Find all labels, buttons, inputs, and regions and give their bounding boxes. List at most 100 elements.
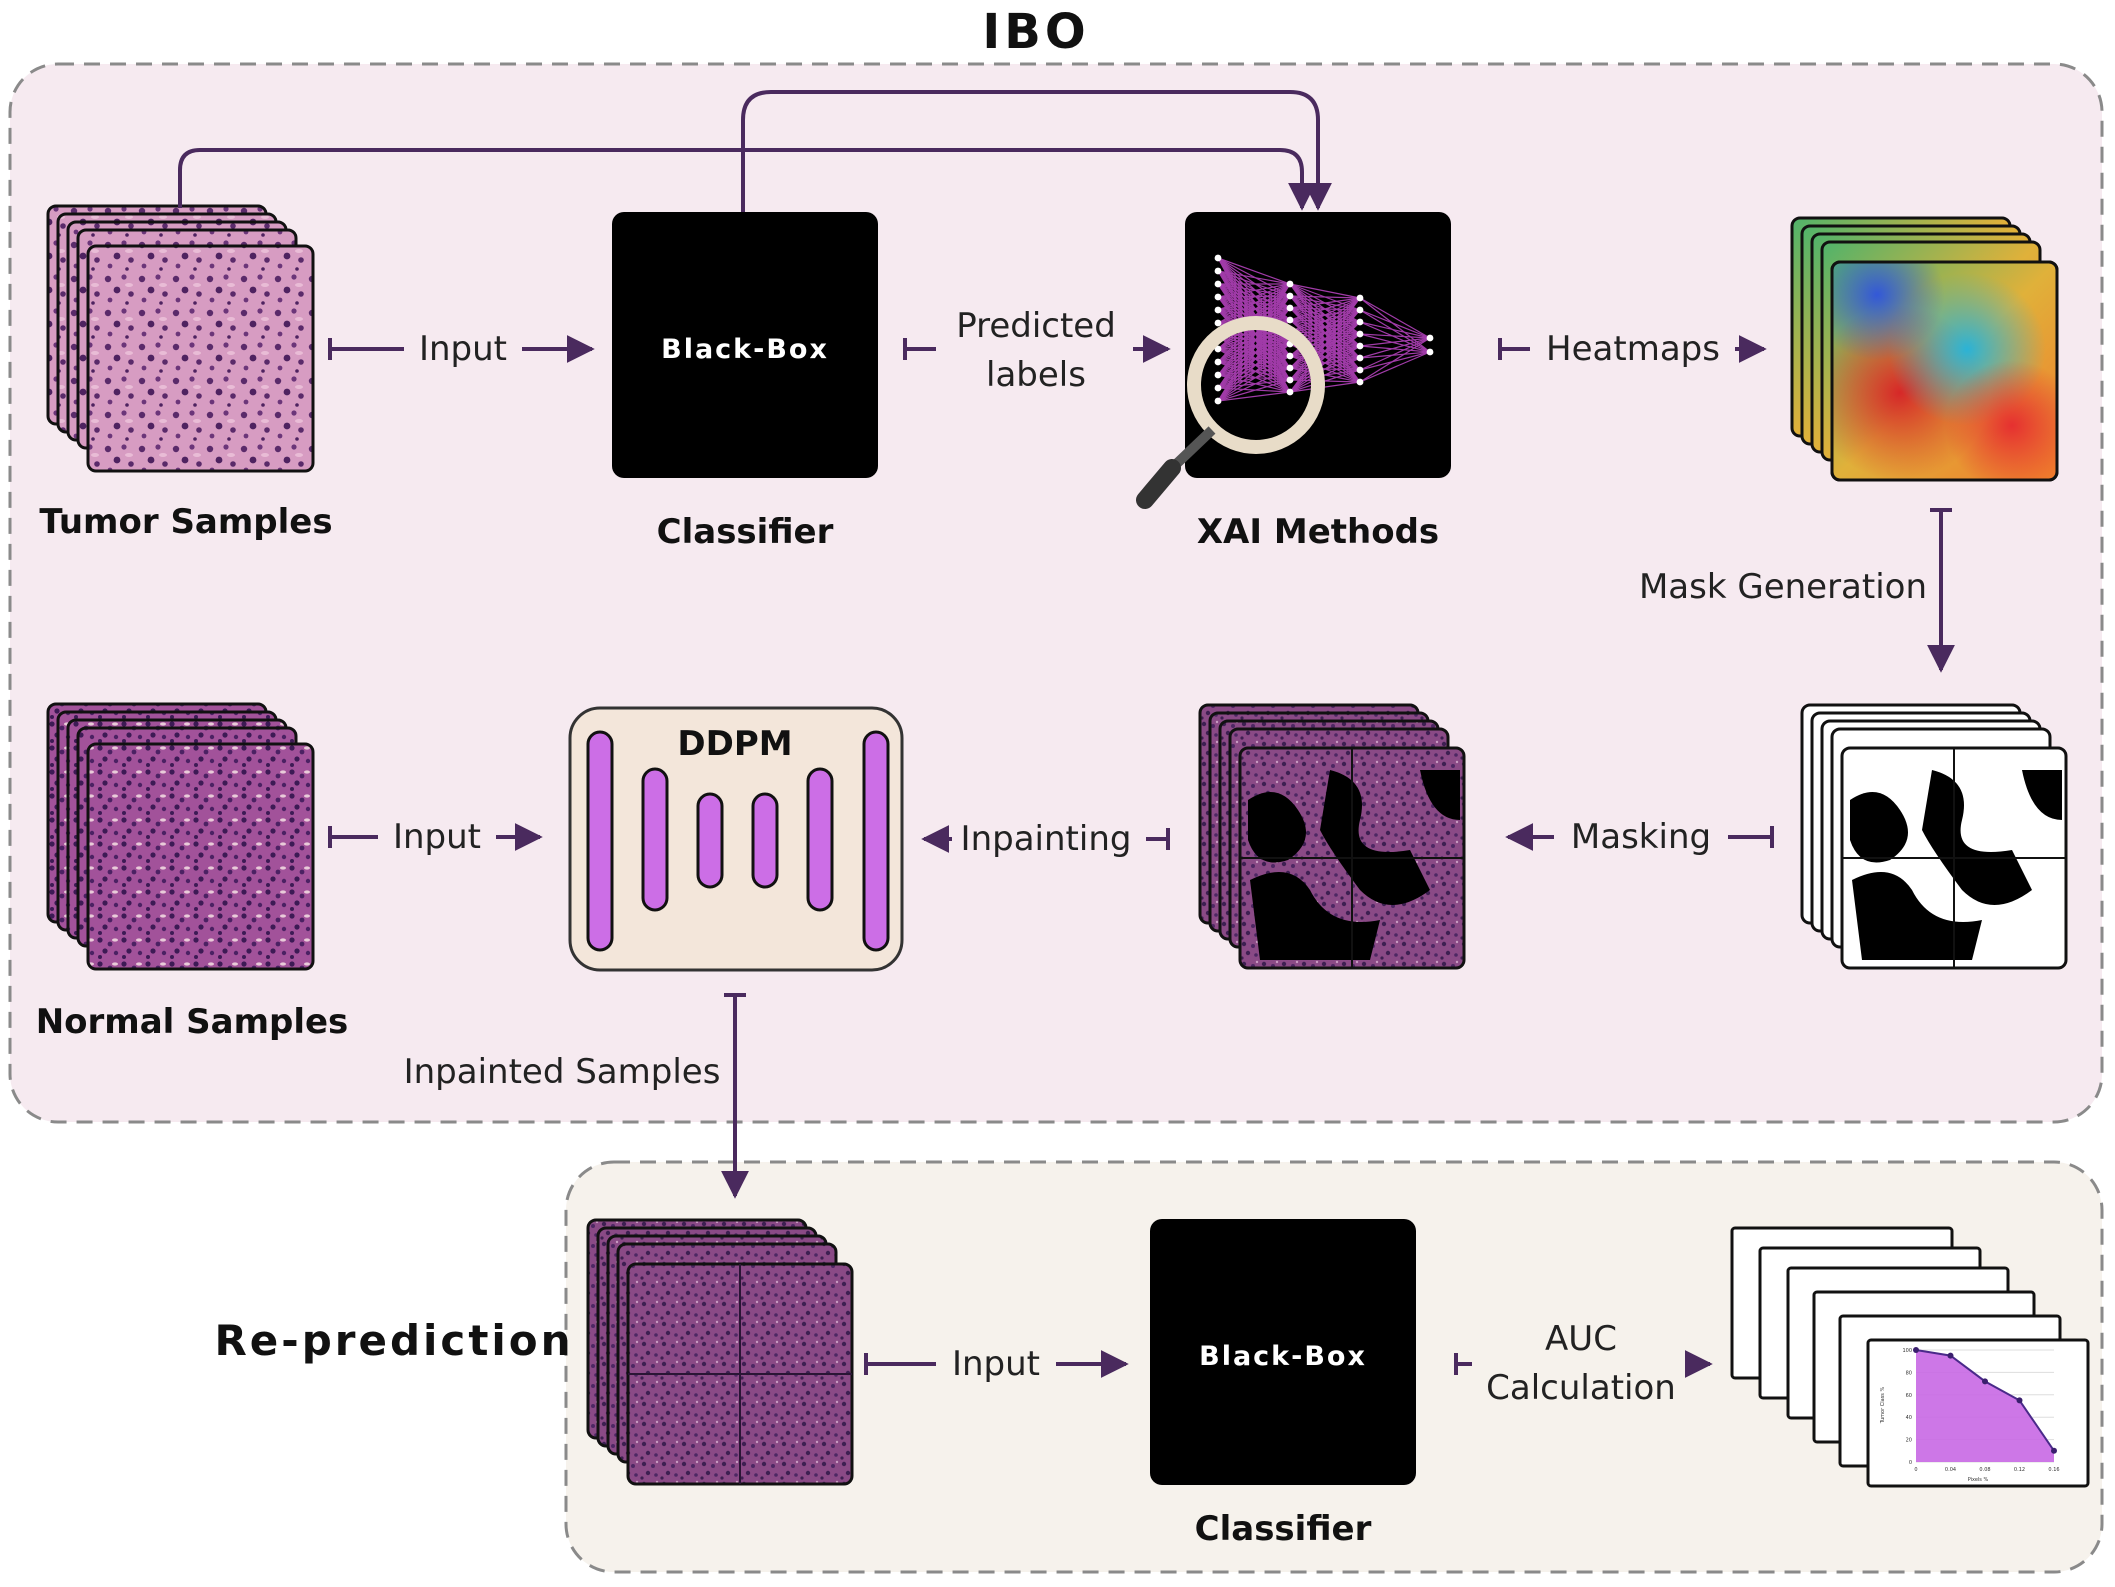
heatmaps-stack (1790, 216, 2059, 482)
auc-point (2016, 1397, 2023, 1404)
classifier-to-xai-loop (741, 90, 1332, 212)
nn-node (1286, 376, 1294, 384)
nn-node (1426, 348, 1434, 356)
nn-node (1286, 292, 1294, 300)
edge-label-inpainting: Inpainting (961, 819, 1132, 859)
nn-node (1356, 318, 1364, 326)
masked-samples-stack (1198, 703, 1466, 970)
nn-edge (1289, 295, 1361, 299)
ibo-panel (8, 62, 2104, 1124)
nn-node (1214, 267, 1222, 275)
nn-edge (1217, 283, 1291, 324)
nn-edge (1289, 369, 1361, 393)
nn-edge (1217, 295, 1291, 402)
nn-edge (1359, 351, 1431, 371)
classifier-bottom-label: Classifier (1195, 1509, 1372, 1549)
nn-node (1214, 306, 1222, 314)
auc-point (1913, 1347, 1919, 1353)
nn-edge (1217, 283, 1291, 298)
nn-node (1356, 378, 1364, 386)
normal-samples-label: Normal Samples (36, 1002, 349, 1042)
ddpm-box (568, 706, 904, 972)
ddpm-label: DDPM (677, 724, 792, 764)
connectors (178, 90, 1955, 1378)
edge-label-predicted-labels-1: Predicted (956, 306, 1116, 346)
nn-node (1214, 254, 1222, 262)
nn-edge (1289, 297, 1361, 369)
nn-edge (1217, 391, 1291, 402)
nn-edge (1289, 381, 1361, 393)
normal-samples-stack (46, 702, 315, 971)
reprediction-title: Re-prediction (214, 1316, 573, 1365)
auc-point (1947, 1352, 1954, 1359)
auc-y-axis-title: Tumor Class % (1880, 1386, 1886, 1424)
xai-methods-box (1136, 212, 1451, 509)
inpainted-samples-stack (586, 1218, 854, 1486)
auc-x-tick: 0.04 (1945, 1467, 1956, 1473)
nn-edge (1359, 333, 1431, 339)
nn-node (1286, 364, 1294, 372)
auc-x-tick: 0.16 (2048, 1467, 2059, 1473)
edge-label-auc-1: AUC (1545, 1319, 1617, 1359)
edge-label-masking: Masking (1571, 817, 1711, 857)
edge-label-mask-generation: Mask Generation (1639, 567, 1927, 607)
auc-y-tick: 20 (1906, 1438, 1912, 1444)
nn-edge (1289, 297, 1361, 309)
nn-edge (1217, 367, 1291, 402)
tumor-to-xai-loop (178, 148, 1316, 211)
nn-edge (1359, 345, 1431, 353)
masks-stack (1800, 703, 2068, 970)
auc-x-tick: 0 (1914, 1467, 1917, 1473)
nn-node (1214, 358, 1222, 366)
nn-node (1286, 304, 1294, 312)
auc-y-tick: 40 (1906, 1415, 1912, 1421)
nn-node (1214, 345, 1222, 353)
edge-label-input-2: Input (393, 817, 481, 857)
auc-y-tick: 60 (1906, 1393, 1912, 1399)
nn-edge (1289, 345, 1361, 393)
nn-edge (1289, 309, 1361, 393)
ibo-title: IBO (982, 4, 1089, 60)
nn-node (1214, 371, 1222, 379)
nn-node (1356, 306, 1364, 314)
nn-edge (1217, 283, 1291, 311)
nn-edge (1289, 321, 1361, 393)
nn-edge (1289, 297, 1361, 333)
nn-edge (1359, 333, 1431, 353)
classifier-top-label: Classifier (657, 512, 834, 552)
nn-edge (1359, 351, 1431, 359)
nn-edge (1359, 337, 1431, 371)
classifier-top-box (612, 212, 878, 478)
auc-point (2051, 1447, 2057, 1454)
nn-node (1286, 280, 1294, 288)
nn-node (1286, 388, 1294, 396)
edge-label-inpainted-samples: Inpainted Samples (404, 1052, 721, 1092)
nn-node (1356, 342, 1364, 350)
nn-edge (1217, 379, 1291, 402)
nn-edge (1359, 297, 1431, 339)
nn-edge (1217, 283, 1291, 402)
nn-edge (1217, 283, 1291, 389)
tumor-samples-label: Tumor Samples (39, 502, 332, 542)
nn-node (1356, 366, 1364, 374)
auc-y-tick: 100 (1902, 1348, 1912, 1354)
nn-node (1214, 384, 1222, 392)
nn-edge (1217, 331, 1291, 402)
nn-edge (1359, 321, 1431, 339)
nn-node (1214, 319, 1222, 327)
auc-area (1916, 1350, 2054, 1462)
nn-edge (1289, 357, 1361, 393)
classifier-top-box-text: Black-Box (661, 334, 829, 365)
tumor-samples-stack (46, 204, 315, 473)
nn-edge (1359, 351, 1431, 383)
nn-edge (1359, 321, 1431, 353)
edge-label-input-1: Input (419, 329, 507, 369)
nn-edge (1289, 333, 1361, 393)
auc-x-tick: 0.08 (1979, 1467, 1990, 1473)
nn-node (1214, 293, 1222, 301)
edge-label-auc-2: Calculation (1486, 1368, 1676, 1408)
nn-edge (1289, 297, 1361, 321)
classifier-bottom-box-text: Black-Box (1199, 1341, 1367, 1372)
